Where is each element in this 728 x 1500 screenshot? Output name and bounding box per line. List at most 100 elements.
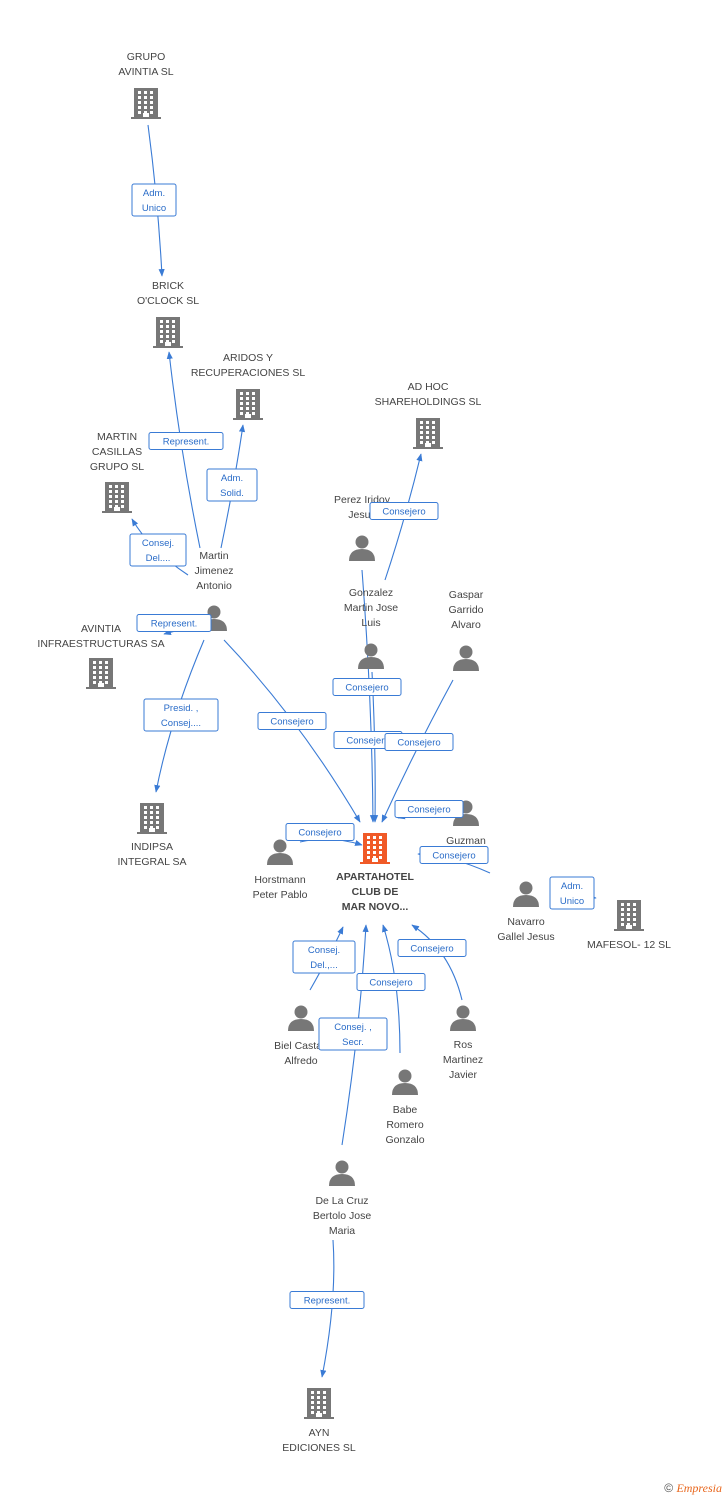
node-label-guzman: Guzman	[446, 835, 486, 847]
person-icon[interactable]	[450, 1005, 476, 1032]
edge-label-martin_jimenez-to-avintia_infra[interactable]: Represent.	[136, 614, 212, 632]
building-icon[interactable]	[131, 88, 161, 119]
edge-label-ros-to-apartahotel[interactable]: Consejero	[397, 939, 467, 957]
edge-label-text: Consejero	[369, 978, 412, 989]
edge-label-gonzalez_martin-to-adhoc[interactable]: Consejero	[369, 502, 439, 520]
person-icon[interactable]	[392, 1069, 418, 1096]
edge-label-guzman-to-apartahotel[interactable]: Consejero	[394, 800, 464, 818]
edge-label-gonzalez_martin-to-apartahotel[interactable]: Consejero	[332, 678, 402, 696]
building-icon[interactable]	[413, 418, 443, 449]
edge-label-delacruz-to-ayn[interactable]: Represent.	[289, 1291, 365, 1309]
edge-label-text: Consejero	[382, 507, 425, 518]
person-icon[interactable]	[267, 839, 293, 866]
node-label-babe: Gonzalo	[385, 1134, 424, 1146]
edge-label-horstmann-to-apartahotel[interactable]: Consejero	[285, 823, 355, 841]
edge-label-text: Represent.	[151, 619, 197, 630]
node-label-ros: Martinez	[443, 1054, 483, 1066]
node-label-aridos: ARIDOS Y	[223, 352, 273, 364]
edge-label-navarro-to-mafesol[interactable]: Adm. Unico	[549, 876, 595, 910]
edge-label-grupo_avintia-to-brick[interactable]: Adm.Unico	[131, 183, 177, 217]
node-aridos[interactable]: ARIDOS Y RECUPERACIONES SL	[191, 352, 306, 420]
edge-label-text: Consejero	[346, 736, 389, 747]
node-label-navarro: Navarro	[507, 916, 545, 928]
edge-label-navarro-to-apartahotel[interactable]: Consejero	[419, 846, 489, 864]
edge-labels-layer: Adm.UnicoRepresent.Adm.Solid.Consej.Del.…	[129, 183, 595, 1309]
edge-label-text: Consej.	[142, 538, 174, 549]
edge-label-text: Consej.	[308, 945, 340, 956]
building-icon[interactable]	[137, 803, 167, 834]
edge-label-martin_jimenez-to-brick[interactable]: Represent.	[148, 432, 224, 450]
edge-label-martin_jimenez-to-aridos[interactable]: Adm.Solid.	[206, 468, 258, 502]
edge-label-biel-to-apartahotel[interactable]: Consej.Del.,...	[292, 940, 356, 974]
person-icon[interactable]	[358, 643, 384, 670]
edge-label-text: Unico	[560, 896, 584, 907]
edge-label-text: Secr.	[342, 1037, 364, 1048]
edge-label-martin_jimenez-to-apartahotel[interactable]: Consejero	[257, 712, 327, 730]
node-label-martin_casillas: GRUPO SL	[90, 461, 144, 473]
node-label-mafesol: MAFESOL- 12 SL	[587, 939, 671, 951]
edge-label-babe-to-apartahotel[interactable]: Consejero	[356, 973, 426, 991]
node-label-biel: Biel Castan	[274, 1040, 328, 1052]
node-label-martin_jimenez: Antonio	[196, 580, 232, 592]
edge-label-text: Adm.	[143, 188, 165, 199]
node-label-martin_casillas: CASILLAS	[92, 446, 142, 458]
node-label-biel: Alfredo	[284, 1055, 317, 1067]
node-label-horstmann: Peter Pablo	[253, 889, 308, 901]
edge-label-martin_jimenez-to-martin_casillas[interactable]: Consej.Del....	[129, 533, 187, 567]
edge-label-text: Represent.	[163, 437, 209, 448]
person-icon[interactable]	[329, 1160, 355, 1187]
edge-label-delacruz-to-apartahotel[interactable]: Consej. , Secr.	[318, 1017, 388, 1051]
node-mafesol[interactable]: MAFESOL- 12 SL	[587, 900, 671, 951]
building-icon[interactable]	[233, 389, 263, 420]
building-icon[interactable]	[304, 1388, 334, 1419]
building-icon[interactable]	[86, 658, 116, 689]
node-label-martin_casillas: MARTIN	[97, 431, 137, 443]
edge-label-text: Consej....	[161, 718, 201, 729]
edge-label-text: Presid. ,	[164, 703, 199, 714]
edge-label-text: Consejero	[407, 805, 450, 816]
building-icon[interactable]	[153, 317, 183, 348]
person-icon[interactable]	[288, 1005, 314, 1032]
node-label-ayn: AYN	[309, 1427, 330, 1439]
node-label-horstmann: Horstmann	[254, 874, 306, 886]
node-label-gonzalez_martin: Martin Jose	[344, 602, 398, 614]
person-icon[interactable]	[513, 881, 539, 908]
edge-label-text: Adm.	[561, 881, 583, 892]
person-icon[interactable]	[453, 645, 479, 672]
building-icon[interactable]	[614, 900, 644, 931]
building-icon[interactable]	[102, 482, 132, 513]
person-icon[interactable]	[349, 535, 375, 562]
edges-layer	[131, 124, 597, 1378]
edge-label-martin_jimenez-to-indipsa[interactable]: Presid. , Consej....	[143, 698, 219, 732]
node-label-martin_jimenez: Martin	[199, 550, 228, 562]
node-label-ros: Javier	[449, 1069, 478, 1081]
node-label-delacruz: Maria	[329, 1225, 355, 1237]
edge-label-text: Represent.	[304, 1296, 350, 1307]
copyright-symbol: ©	[664, 1481, 674, 1495]
brand-logo[interactable]: Empresia	[676, 1481, 722, 1495]
building-icon[interactable]	[360, 833, 390, 864]
edge-label-gaspar-to-apartahotel[interactable]: Consejero	[384, 733, 454, 751]
node-label-aridos: RECUPERACIONES SL	[191, 367, 306, 379]
node-martin_casillas[interactable]: MARTIN CASILLAS GRUPO SL	[90, 431, 144, 513]
node-label-avintia_infra: INFRAESTRUCTURAS SA	[37, 638, 164, 650]
edge-label-text: Consej. ,	[334, 1022, 372, 1033]
edge-perez_iridoy-to-apartahotel	[361, 569, 377, 823]
node-label-gaspar: Alvaro	[451, 619, 481, 631]
